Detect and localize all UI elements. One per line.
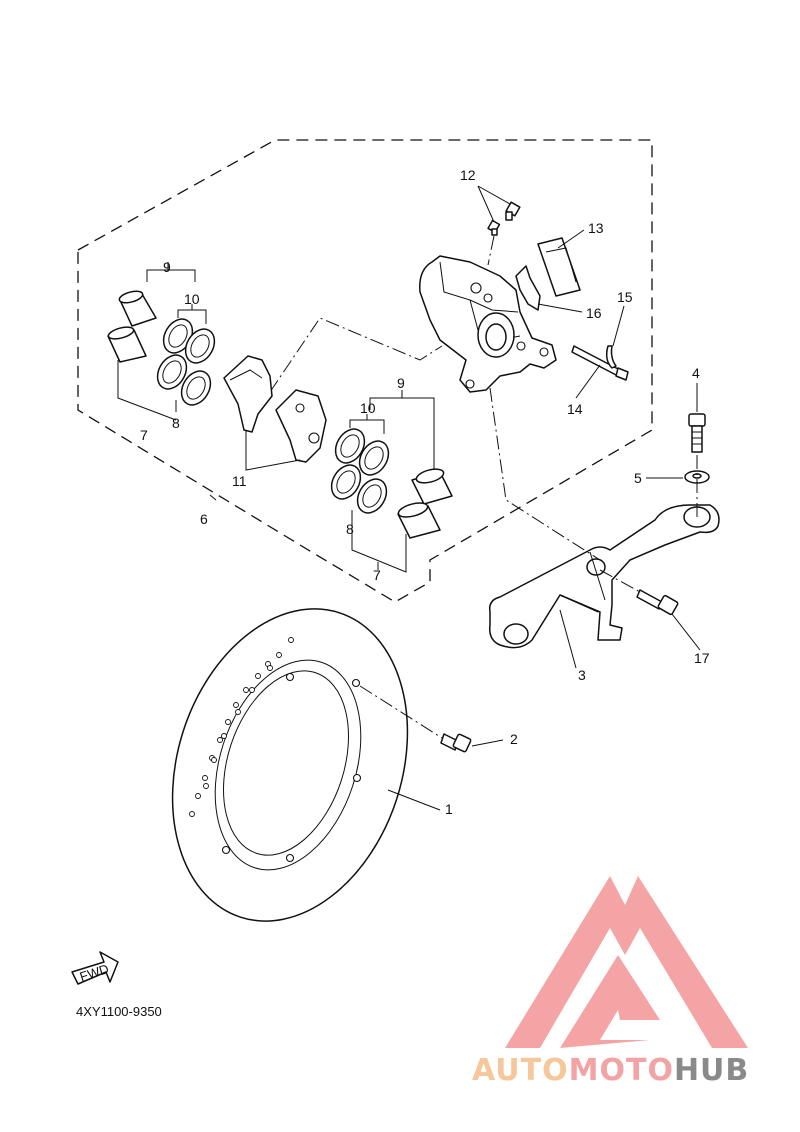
seals-right xyxy=(330,428,390,514)
callout-2: 2 xyxy=(510,731,518,747)
pad-support xyxy=(537,237,581,297)
leader-16 xyxy=(537,303,583,313)
callout-1: 1 xyxy=(445,801,453,817)
fwd-label: FWD xyxy=(78,961,111,984)
bracket-11 xyxy=(245,430,301,471)
callout-7-left: 7 xyxy=(140,427,148,443)
piston-right-bottom xyxy=(397,502,441,539)
callout-11: 11 xyxy=(232,473,247,489)
callout-14: 14 xyxy=(567,401,583,417)
callout-4: 4 xyxy=(692,365,700,381)
leader-3 xyxy=(559,609,577,669)
bracket-10a xyxy=(177,304,207,324)
bracket-bolt-17 xyxy=(636,589,679,616)
callout-9-right: 9 xyxy=(397,375,405,391)
bracket-7-8b xyxy=(351,510,407,573)
bracket-9b xyxy=(369,390,435,470)
callout-12: 12 xyxy=(460,167,476,183)
callout-9-left: 9 xyxy=(163,259,171,275)
leader-2b xyxy=(471,739,504,747)
callout-5: 5 xyxy=(634,470,642,486)
callout-16: 16 xyxy=(586,305,602,321)
seals-right-inner xyxy=(336,434,384,508)
leader-14 xyxy=(575,364,601,399)
seals-left xyxy=(156,318,216,406)
leader-13 xyxy=(557,229,585,249)
watermark-part-auto: AUTO xyxy=(472,1053,569,1088)
watermark-logo-icon xyxy=(505,876,748,1048)
piston-left-bottom xyxy=(107,326,147,363)
disc-bolt xyxy=(440,733,472,753)
bracket-9a xyxy=(146,262,196,282)
bleed-screw-a xyxy=(505,201,521,221)
callout-6: 6 xyxy=(200,511,208,527)
piston-right-top xyxy=(411,468,453,505)
axis-12 xyxy=(487,235,495,266)
leader-1 xyxy=(387,789,441,811)
caliper-body xyxy=(419,255,557,393)
callout-13: 13 xyxy=(588,220,604,236)
pad-spring-clip xyxy=(515,265,541,311)
leader-2 xyxy=(359,685,443,739)
callout-10-right: 10 xyxy=(360,400,376,416)
axis-bolt-17 xyxy=(599,569,641,593)
bleed-screw-b xyxy=(487,219,501,236)
fwd-arrow-icon xyxy=(71,951,119,985)
caliper-assembly-boundary xyxy=(77,139,653,603)
diagram-code: 4XY1100-9350 xyxy=(76,1004,162,1019)
leader-17 xyxy=(671,613,701,651)
callout-3: 3 xyxy=(578,667,586,683)
leader-15 xyxy=(612,305,625,347)
pin-clip xyxy=(605,345,617,369)
pad-centerline xyxy=(269,317,443,393)
callout-10-left: 10 xyxy=(184,291,200,307)
pad-pin xyxy=(571,345,629,381)
callout-8-left: 8 xyxy=(172,415,180,431)
seals-left-inner xyxy=(162,324,210,400)
watermark-part-moto: MOTO xyxy=(569,1053,674,1088)
bracket-bolt xyxy=(688,413,706,453)
callout-8-right: 8 xyxy=(346,521,354,537)
brake-pad-right xyxy=(275,389,327,463)
callout-7-right: 7 xyxy=(373,567,381,583)
watermark-text: AUTOMOTOHUB xyxy=(472,1053,749,1088)
brake-disc xyxy=(171,608,409,922)
caliper-to-bracket-line xyxy=(489,387,601,561)
brake-pad-left xyxy=(223,355,273,433)
piston-left-top xyxy=(118,290,157,327)
bracket-10b xyxy=(349,414,385,434)
watermark-part-hub: HUB xyxy=(674,1053,749,1088)
caliper-bracket xyxy=(488,504,720,649)
callout-17: 17 xyxy=(694,650,710,666)
bracket-7-8a xyxy=(117,360,177,421)
leader-6 xyxy=(209,494,217,501)
callout-15: 15 xyxy=(617,289,633,305)
leader-12 xyxy=(477,185,511,223)
